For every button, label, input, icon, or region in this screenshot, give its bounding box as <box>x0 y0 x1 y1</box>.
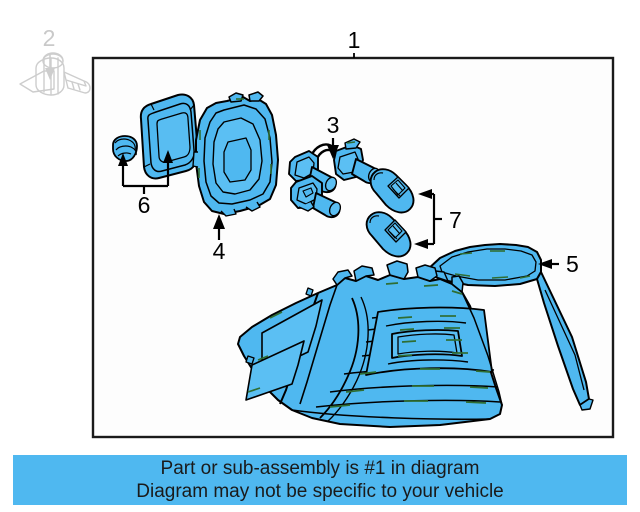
footer-line-2: Diagram may not be specific to your vehi… <box>136 481 504 502</box>
callout-1-label: 1 <box>348 27 361 53</box>
footer-line-1: Part or sub-assembly is #1 in diagram <box>160 458 480 479</box>
callout-3-arrowhead <box>327 145 339 159</box>
callout-4-label: 4 <box>213 238 226 264</box>
callout-4-arrowhead <box>213 214 225 229</box>
callout-7-arrowhead-upper <box>418 189 432 199</box>
callout-6-arrowhead-left <box>118 153 128 166</box>
callout-3-label: 3 <box>327 112 340 138</box>
callout-7-arrowhead-lower <box>414 239 428 249</box>
callout-6-label: 6 <box>138 192 151 218</box>
callout-7-label: 7 <box>449 207 462 233</box>
part-trim-bracket <box>426 243 594 411</box>
callout-5-label: 5 <box>566 251 579 277</box>
callout-5-arrowhead <box>538 259 552 269</box>
part-gasket-seal <box>139 93 200 180</box>
part-bulb-upper <box>369 168 415 214</box>
part-lamp-housing <box>192 91 279 217</box>
callout-2-label: 2 <box>43 25 56 51</box>
part-screw-faded <box>19 52 91 96</box>
callout-2-leader <box>45 55 55 80</box>
part-grommet-cap <box>112 135 138 162</box>
footer-banner: Part or sub-assembly is #1 in diagram Di… <box>13 455 627 505</box>
part-bulb-lower <box>365 211 412 258</box>
part-tail-lamp-lens-assembly <box>237 260 503 428</box>
callout-6-arrowhead-right <box>163 150 173 163</box>
